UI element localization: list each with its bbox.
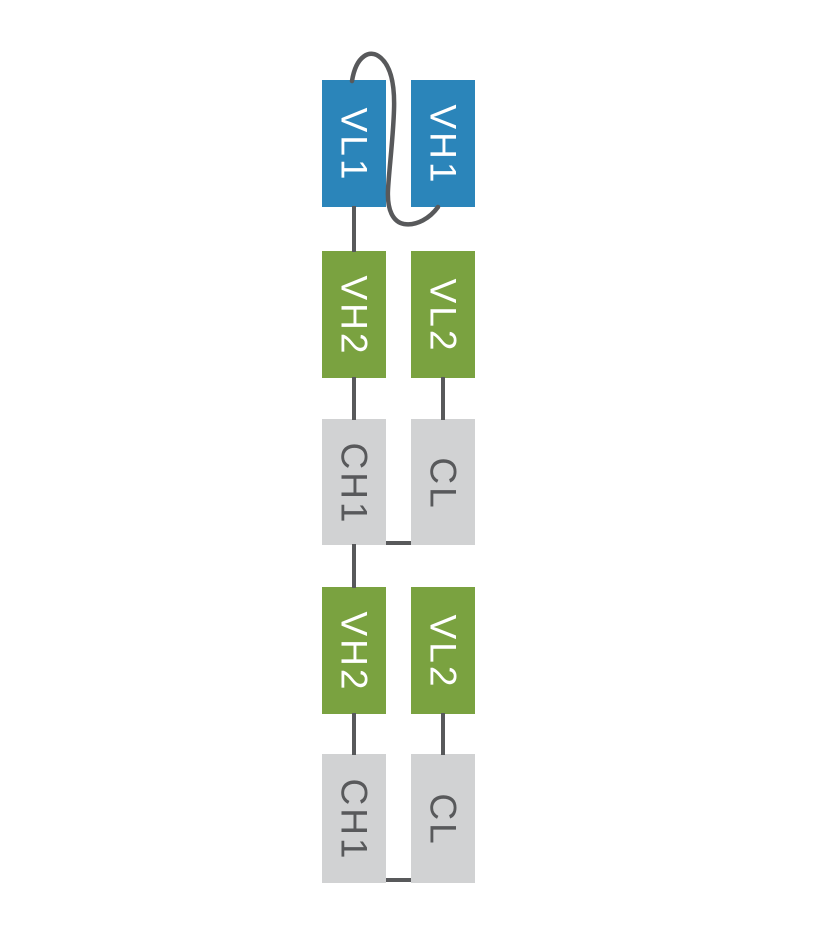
domain-label-vh1: VH1: [422, 104, 464, 186]
domain-box-vl1: VL1: [322, 80, 386, 207]
domain-label-vl1: VL1: [333, 107, 375, 183]
domain-label-vl2-upper: VL2: [422, 278, 464, 354]
domain-label-cl-lower: CL: [422, 793, 464, 847]
domain-label-vh2-upper: VH2: [333, 275, 375, 357]
domain-box-vh2-upper: VH2: [322, 251, 386, 378]
domain-box-vh1: VH1: [411, 80, 475, 207]
domain-box-vl2-upper: VL2: [411, 251, 475, 378]
domain-box-ch1-lower: CH1: [322, 754, 386, 883]
domain-box-cl-lower: CL: [411, 754, 475, 883]
domain-label-vl2-lower: VL2: [422, 614, 464, 690]
domain-box-cl-upper: CL: [411, 419, 475, 545]
domain-box-ch1-upper: CH1: [322, 419, 386, 545]
domain-label-vh2-lower: VH2: [333, 611, 375, 693]
domain-label-ch1-upper: CH1: [333, 441, 375, 526]
domain-box-vl2-lower: VL2: [411, 587, 475, 714]
domain-label-ch1-lower: CH1: [333, 778, 375, 862]
domain-box-vh2-lower: VH2: [322, 587, 386, 714]
domain-label-cl-upper: CL: [422, 456, 464, 511]
